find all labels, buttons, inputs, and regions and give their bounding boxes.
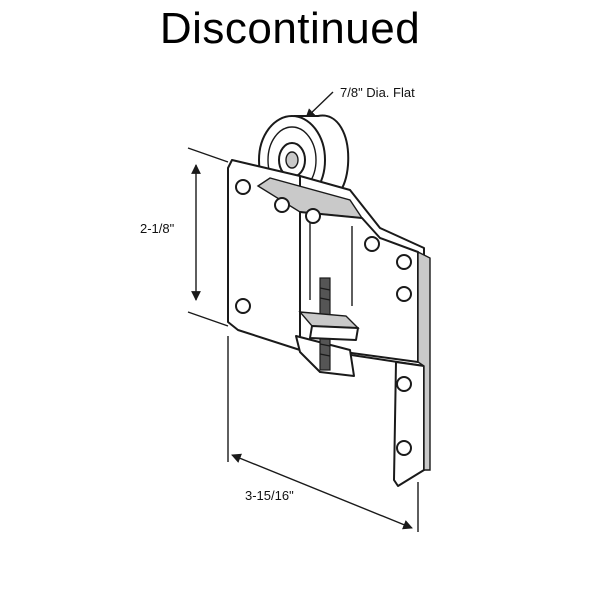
- rivet: [274, 197, 290, 213]
- screw-thread: [319, 353, 331, 357]
- rivet: [396, 440, 412, 456]
- rivet: [235, 298, 251, 314]
- bracket-top-lip: [256, 177, 364, 219]
- wheel-diameter-label: 7/8" Dia. Flat: [340, 85, 415, 100]
- rivets: [235, 179, 412, 456]
- wheel-leader-arrow: [305, 91, 334, 119]
- screw-nut-face: [309, 325, 359, 341]
- width-dimension: 3-15/16": [227, 336, 419, 532]
- screw-thread: [319, 297, 331, 301]
- screw-thread: [319, 343, 331, 347]
- height-extension-bottom: [187, 311, 229, 327]
- rivet: [364, 236, 380, 252]
- width-arrow: [231, 453, 413, 530]
- adjustment-screw: [298, 277, 360, 371]
- width-label: 3-15/16": [245, 488, 294, 503]
- wheel-axle: [285, 151, 299, 169]
- rivet: [396, 254, 412, 270]
- rivet: [396, 286, 412, 302]
- height-dimension: 2-1/8": [140, 147, 229, 327]
- rivet: [396, 376, 412, 392]
- height-label: 2-1/8": [140, 221, 175, 236]
- wheel-dimension: 7/8" Dia. Flat: [305, 85, 415, 119]
- rivet: [235, 179, 251, 195]
- rivet: [305, 208, 321, 224]
- screw-thread: [319, 287, 331, 291]
- flange-edge: [417, 250, 431, 471]
- discontinued-title: Discontinued: [159, 4, 421, 53]
- height-extension-top: [187, 147, 229, 163]
